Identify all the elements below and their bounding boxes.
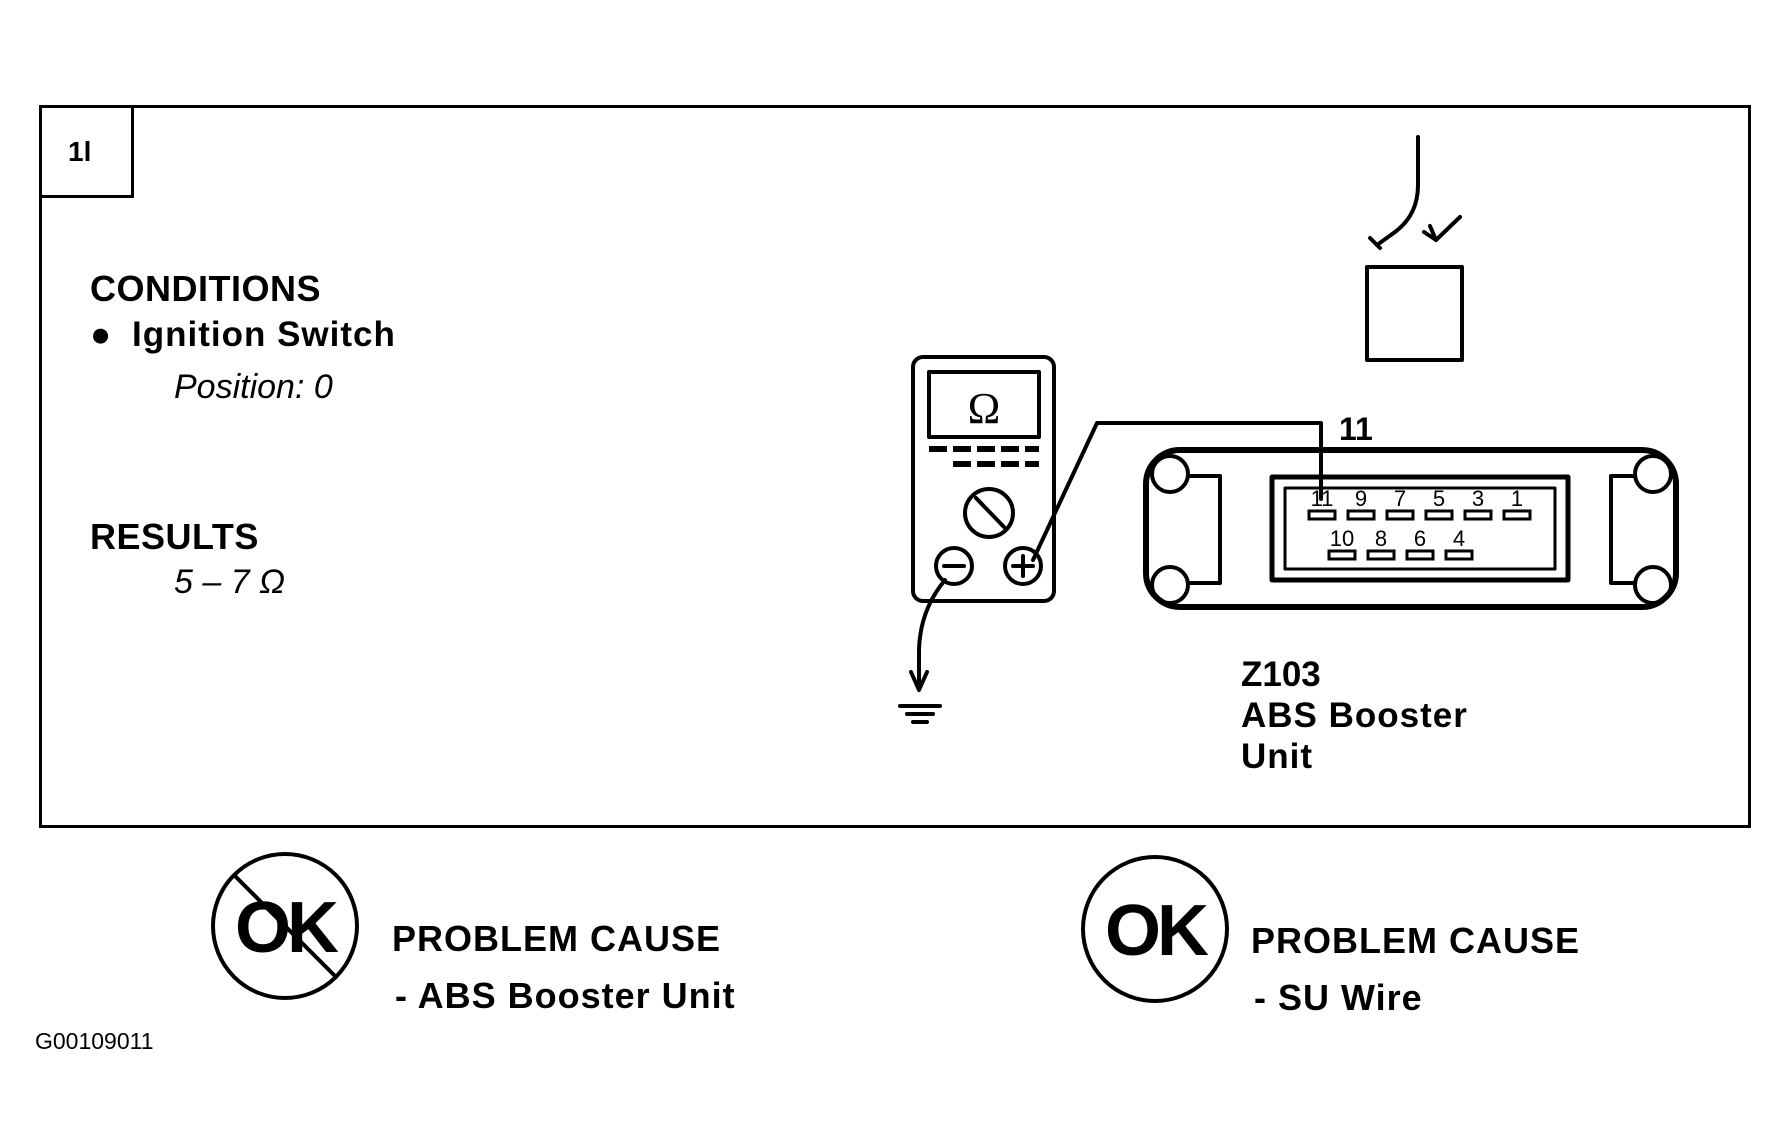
test-lead-positive — [1031, 421, 1323, 562]
not-ok-problem-cause: - ABS Booster Unit — [395, 975, 736, 1016]
positive-terminal — [1003, 546, 1043, 586]
figure-code: G00109011 — [35, 1028, 154, 1054]
step-number: 1l — [68, 136, 92, 167]
diagram-frame — [39, 105, 1751, 828]
ohm-symbol: Ω — [968, 384, 1001, 433]
component-name-line1: ABS Booster — [1241, 696, 1468, 735]
ok-symbol: OK — [1081, 855, 1229, 1003]
condition-ignition-switch: Ignition Switch — [132, 315, 396, 354]
pin-label: 1 — [1511, 486, 1523, 511]
test-lead-negative — [917, 578, 947, 687]
pin-label: 9 — [1355, 486, 1367, 511]
pin-slot-7 — [1385, 509, 1415, 521]
multimeter-body — [911, 355, 1056, 603]
pin-slot-3 — [1463, 509, 1493, 521]
not-ok-symbol: OK — [211, 852, 359, 1000]
pin-slot-9 — [1346, 509, 1376, 521]
hand-probe-icon — [1375, 135, 1420, 247]
abs-booster-unit-housing — [1143, 447, 1679, 610]
mount-hole-bottom-left — [1150, 565, 1190, 605]
arrow-icon — [1434, 215, 1462, 242]
not-ok-problem-cause-title: PROBLEM CAUSE — [392, 918, 722, 959]
connector-face — [1283, 486, 1557, 571]
pin-label: 10 — [1330, 526, 1354, 551]
pin-label: 6 — [1414, 526, 1426, 551]
condition-bullet: ● — [90, 315, 113, 354]
ok-problem-cause-title: PROBLEM CAUSE — [1251, 920, 1581, 961]
mount-hole-bottom-right — [1633, 565, 1673, 605]
pin-slot-5 — [1424, 509, 1454, 521]
connector-pin-slots — [1307, 509, 1532, 561]
mount-hole-top-left — [1150, 454, 1190, 494]
pin-label: 8 — [1375, 526, 1387, 551]
pin-label: 11 — [1311, 486, 1334, 511]
results-heading: RESULTS — [90, 516, 259, 557]
component-name-line2: Unit — [1241, 737, 1313, 776]
pin-slot-1 — [1502, 509, 1532, 521]
connector-shell — [1269, 474, 1571, 583]
pin-label: 7 — [1394, 486, 1406, 511]
conditions-heading: CONDITIONS — [90, 268, 322, 309]
ok-label: OK — [1105, 891, 1209, 971]
pin-slot-8 — [1366, 549, 1396, 561]
pin-label: 3 — [1472, 486, 1484, 511]
pin-slot-6 — [1405, 549, 1435, 561]
relay-box-icon — [1365, 265, 1464, 362]
negative-terminal — [934, 546, 974, 586]
multimeter-knob — [963, 487, 1015, 539]
pin-label: 4 — [1453, 526, 1465, 551]
pin-slot-11 — [1307, 509, 1337, 521]
pin-slot-4 — [1444, 549, 1474, 561]
ok-problem-cause: - SU Wire — [1254, 977, 1423, 1018]
probe-pin-label: 11 — [1339, 411, 1373, 447]
component-id: Z103 — [1241, 655, 1321, 694]
results-value: 5 – 7 Ω — [174, 563, 285, 601]
condition-position: Position: 0 — [174, 368, 333, 406]
multimeter-scale-marks — [929, 446, 1039, 467]
pin-slot-10 — [1327, 549, 1357, 561]
mount-hole-top-right — [1633, 454, 1673, 494]
multimeter-display — [927, 370, 1041, 439]
step-number-box: 1l — [39, 105, 134, 198]
pin-label: 5 — [1433, 486, 1445, 511]
